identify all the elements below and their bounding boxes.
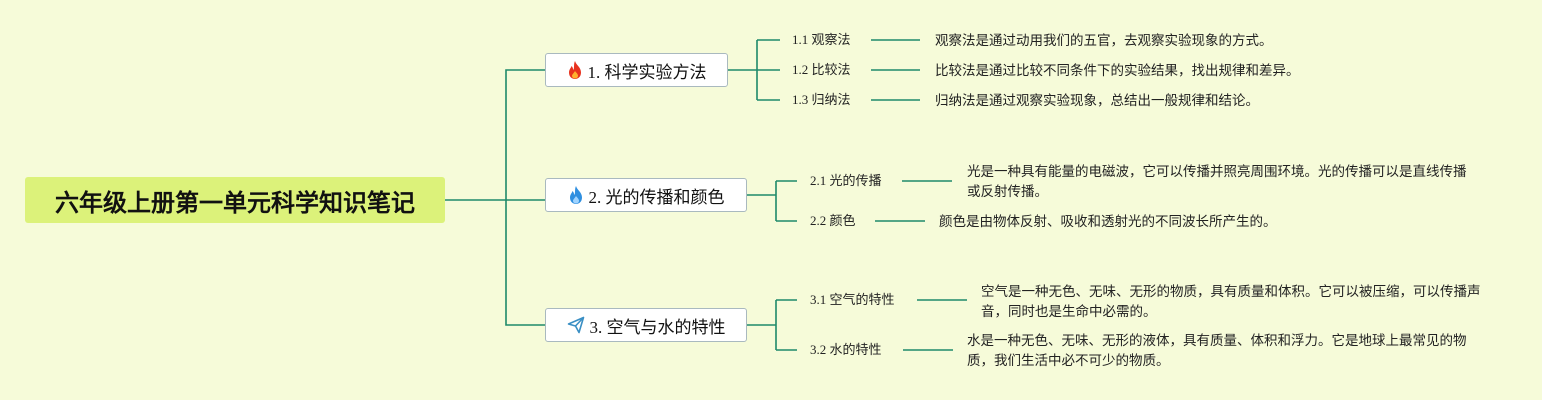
connector-b3-children	[747, 299, 797, 351]
subtopic-1-1-desc: 观察法是通过动用我们的五官，去观察实验现象的方式。	[935, 33, 1273, 48]
connector-b2-children	[747, 180, 797, 222]
connector-b1-children	[728, 39, 780, 101]
subtopic-3-2-desc: 水是一种无色、无味、无形的液体，具有质量、体积和浮力。它是地球上最常见的物质，我…	[967, 333, 1467, 368]
subtopic-2-1[interactable]: 2.1 光的传播	[810, 173, 882, 188]
paper-plane-icon	[567, 316, 585, 334]
branch-label-2: 2. 光的传播和颜色	[588, 187, 725, 207]
subtopic-1-1[interactable]: 1.1 观察法	[792, 32, 851, 47]
root-title: 六年级上册第一单元科学知识笔记	[55, 189, 415, 217]
subtopic-2-2[interactable]: 2.2 颜色	[810, 213, 856, 228]
subtopic-2-1-desc: 光是一种具有能量的电磁波，它可以传播并照亮周围环境。光的传播可以是直线传播或反射…	[967, 164, 1467, 199]
fire-icon	[567, 60, 583, 80]
branch-topic-3[interactable]: 3. 空气与水的特性	[545, 308, 747, 342]
connector-root-branch1	[445, 69, 545, 201]
subtopic-3-1[interactable]: 3.1 空气的特性	[810, 292, 895, 307]
branch-topic-2[interactable]: 2. 光的传播和颜色	[545, 178, 747, 212]
branch-label-3: 3. 空气与水的特性	[589, 317, 726, 337]
connector-root-branch3	[505, 200, 545, 326]
water-drop-icon	[568, 185, 584, 205]
branch-topic-1[interactable]: 1. 科学实验方法	[545, 53, 728, 87]
subtopic-3-1-desc: 空气是一种无色、无味、无形的物质，具有质量和体积。它可以被压缩，可以传播声音，同…	[981, 284, 1481, 319]
subtopic-1-2-desc: 比较法是通过比较不同条件下的实验结果，找出规律和差异。	[935, 63, 1300, 78]
subtopic-1-3-desc: 归纳法是通过观察实验现象，总结出一般规律和结论。	[935, 93, 1259, 108]
subtopic-1-2[interactable]: 1.2 比较法	[792, 62, 851, 77]
root-topic[interactable]: 六年级上册第一单元科学知识笔记	[25, 177, 445, 223]
subtopic-2-2-desc: 颜色是由物体反射、吸收和透射光的不同波长所产生的。	[939, 214, 1277, 229]
subtopic-1-3[interactable]: 1.3 归纳法	[792, 92, 851, 107]
subtopic-3-2[interactable]: 3.2 水的特性	[810, 342, 882, 357]
branch-label-1: 1. 科学实验方法	[587, 62, 707, 82]
